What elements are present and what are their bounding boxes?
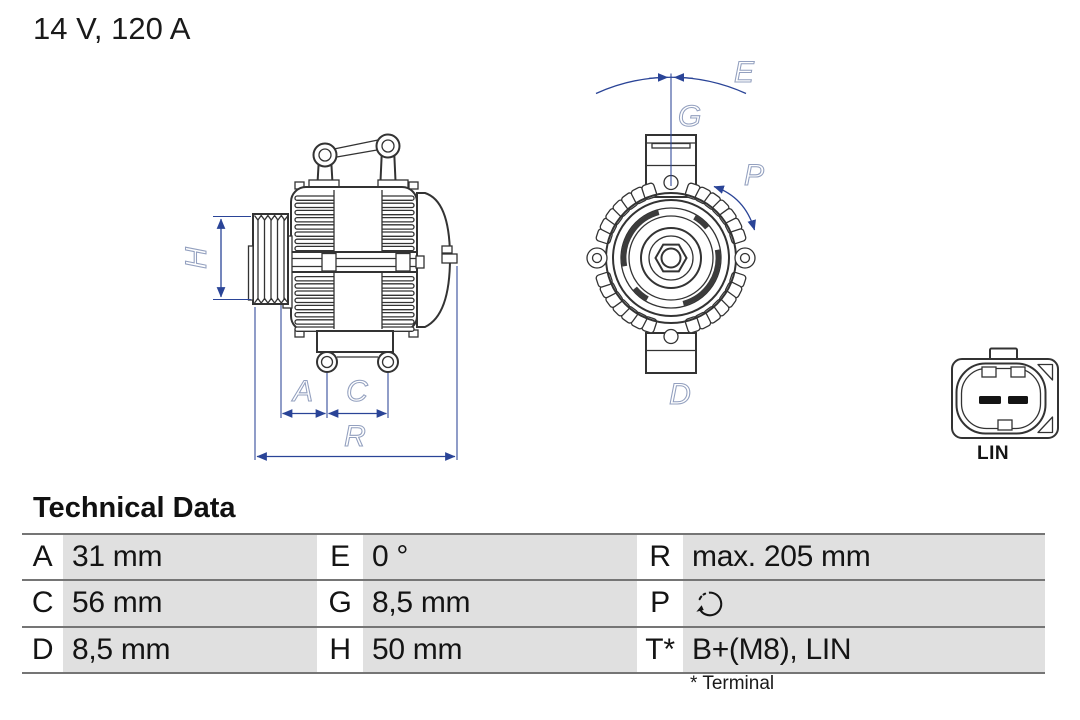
value-C: 56 mm xyxy=(63,581,317,626)
value-D: 8,5 mm xyxy=(63,627,317,672)
table-row: A 31 mm E 0 ° R max. 205 mm xyxy=(22,535,1045,582)
technical-data-heading: Technical Data xyxy=(33,492,236,524)
key-P: P xyxy=(650,586,670,620)
key-D: D xyxy=(31,632,54,666)
connector-pin xyxy=(979,396,1001,404)
pulley xyxy=(247,213,293,309)
front-view-dimensions: E G P D xyxy=(595,55,765,412)
lin-connector-drawing: LIN xyxy=(951,347,1059,464)
dim-label-R: R xyxy=(344,420,366,453)
dim-label-A: A xyxy=(291,375,313,408)
value-G: 8,5 mm xyxy=(363,581,637,626)
terminal-footnote: * Terminal xyxy=(690,673,775,694)
dim-label-H: H xyxy=(180,247,213,269)
fan-ring-teeth xyxy=(595,182,747,334)
alternator-diagram: H A C R xyxy=(179,55,1059,464)
connector-label: LIN xyxy=(977,443,1009,464)
key-H: H xyxy=(329,632,351,666)
cooling-fins xyxy=(294,195,415,332)
key-T: T* xyxy=(645,632,675,666)
key-E: E xyxy=(330,540,350,574)
connector-pin xyxy=(1008,396,1028,404)
b-plus-terminal xyxy=(441,245,453,254)
page-title: 14 V, 120 A xyxy=(33,11,191,46)
dimension-arc-E xyxy=(595,76,747,95)
key-G: G xyxy=(328,586,352,620)
bottom-mount xyxy=(316,330,394,353)
table-row: C 56 mm G 8,5 mm P xyxy=(22,581,1045,628)
dim-label-P: P xyxy=(744,159,764,192)
vent-slots xyxy=(621,210,721,306)
technical-data-table: A 31 mm E 0 ° R max. 205 mm C 56 mm G 8,… xyxy=(22,533,1045,674)
table-row: D 8,5 mm H 50 mm T* B+(M8), LIN xyxy=(22,627,1045,674)
value-H: 50 mm xyxy=(363,627,637,672)
rotation-arrow-P xyxy=(713,185,756,231)
dim-label-E: E xyxy=(734,56,755,89)
value-A: 31 mm xyxy=(63,535,317,580)
value-P xyxy=(683,581,1045,626)
dim-label-C: C xyxy=(346,375,368,408)
dim-label-D: D xyxy=(669,378,691,411)
connector-housing xyxy=(951,358,1059,439)
side-view-dimensions: H A C R xyxy=(179,215,458,461)
side-view-drawing: H A C R xyxy=(179,133,458,461)
key-R: R xyxy=(649,540,671,574)
counterclockwise-rotation-icon xyxy=(696,592,723,617)
dim-label-G: G xyxy=(678,100,701,133)
key-A: A xyxy=(32,540,53,574)
key-C: C xyxy=(31,586,54,620)
value-R: max. 205 mm xyxy=(683,535,1045,580)
value-E: 0 ° xyxy=(363,535,637,580)
front-view-drawing: E G P D xyxy=(586,55,765,412)
value-T: B+(M8), LIN xyxy=(683,627,1045,672)
shaft-nut xyxy=(654,243,688,273)
